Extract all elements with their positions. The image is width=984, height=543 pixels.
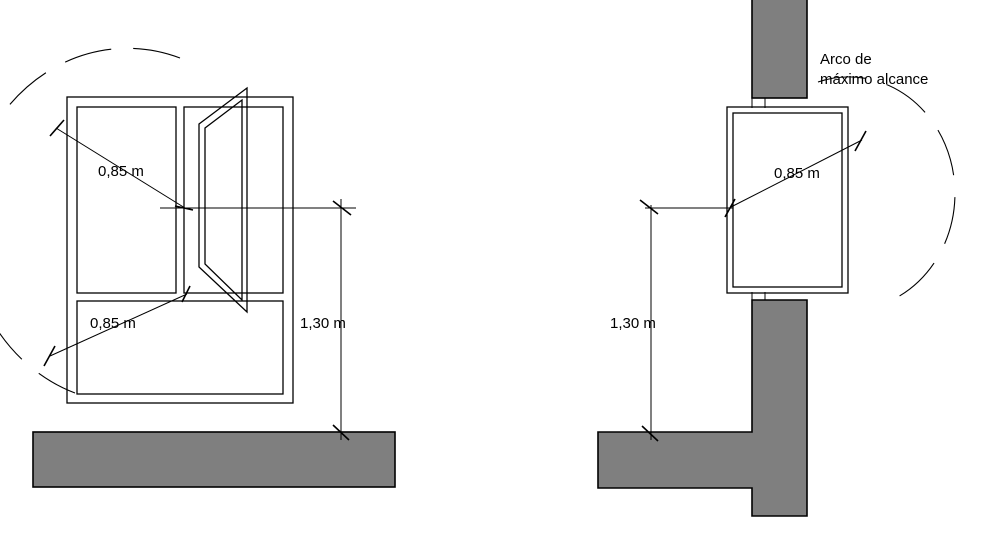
reach-radius-lower [49, 293, 188, 357]
cabinet-upper-left-panel [76, 106, 177, 294]
wall-lower-and-floor [597, 299, 808, 517]
right-section-view: Arco de máximo alcance 0,85 m 1,30 m [597, 0, 956, 517]
cabinet-lower-panel [76, 300, 284, 395]
arc-label-line2: máximo alcance [820, 71, 928, 88]
wall-upper-segment [751, 0, 808, 99]
height-tick-top [332, 200, 352, 216]
floor-slab [32, 431, 396, 488]
open-door-outer [198, 86, 248, 314]
height-tick-top-right [639, 199, 659, 215]
height-label-right: 1,30 m [610, 315, 656, 332]
open-door-inner [204, 98, 243, 302]
reach-tick-upper-outer [49, 119, 65, 137]
reach-radius-right [730, 139, 863, 208]
cabinet-outer-frame [66, 96, 294, 404]
reach-tick-right-outer [854, 130, 867, 152]
reach-label-right: 0,85 m [774, 165, 820, 182]
reach-arc-left [0, 47, 181, 394]
height-label-left: 1,30 m [300, 315, 346, 332]
reach-tick-lower-inner [181, 285, 191, 303]
reach-label-upper: 0,85 m [98, 163, 144, 180]
left-elevation-view: 0,85 m 0,85 m 1,30 m [0, 47, 396, 488]
reach-radius-upper [55, 127, 186, 209]
reach-tick-lower-outer [43, 345, 56, 367]
cabinet-section-outer [726, 106, 849, 294]
arc-label-line1: Arco de [820, 51, 872, 68]
reach-arc-right [817, 76, 956, 306]
reach-label-lower: 0,85 m [90, 315, 136, 332]
cabinet-section-inner [732, 112, 843, 288]
height-tick-bottom-right [641, 425, 659, 442]
height-tick-bottom [332, 424, 350, 441]
